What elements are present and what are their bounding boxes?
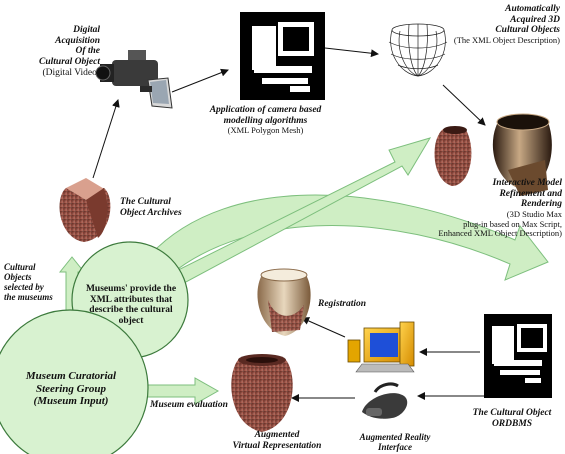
- registration-pot-icon: [257, 268, 311, 336]
- computer-modelling-icon: [240, 12, 325, 100]
- evaluation-flow-arrow: [139, 377, 220, 405]
- registration-label: Registration: [318, 299, 367, 309]
- desktop-pc-icon: [347, 321, 415, 373]
- acquisition-label: Digital Acquisition Of the Cultural Obje…: [39, 25, 100, 78]
- modelling-label: Application of camera based modelling al…: [209, 105, 322, 136]
- archives-label: The Cultural Object Archives: [120, 197, 182, 218]
- ordbms-label: The Cultural Object ORDBMS: [472, 408, 552, 429]
- rendered-pot-icon: [434, 113, 552, 196]
- xml-bubble-text: Museums' provide the XML attributes that…: [85, 284, 177, 326]
- augmented-pot-icon: [231, 354, 293, 432]
- wireframe-pot-icon: [388, 23, 448, 77]
- archive-pot-icon: [59, 178, 111, 242]
- auto3d-label: Automatically Acquired 3D Cultural Objec…: [453, 4, 560, 45]
- selected-label: Cultural Objects selected by the museums: [4, 262, 53, 303]
- video-camera-icon: [95, 50, 173, 109]
- augmented-representation-label: Augmented Virtual Representation: [232, 430, 322, 451]
- steering-bubble: [0, 309, 149, 454]
- ordbms-computer-icon: [484, 314, 552, 398]
- steering-bubble-text: Museum Curatorial Steering Group (Museum…: [25, 370, 117, 408]
- ar-interface-label: Augmented Reality Interface: [359, 432, 431, 453]
- evaluation-label: Museum evaluation: [150, 400, 228, 410]
- refinement-label: Interactive Model Refinement and Renderi…: [438, 178, 562, 239]
- ar-headset-icon: [362, 382, 408, 419]
